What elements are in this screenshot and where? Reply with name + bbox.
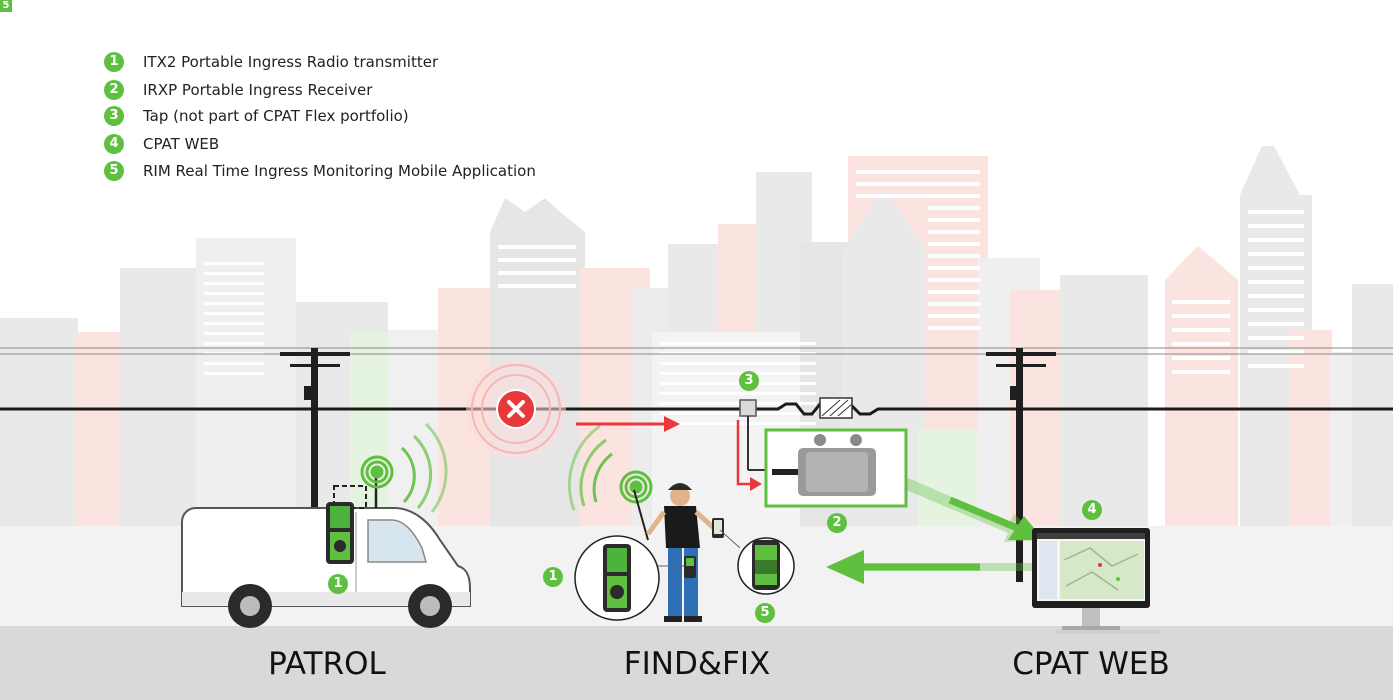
utility-pole-right xyxy=(986,348,1056,582)
legend-number: 3 xyxy=(104,106,124,126)
legend-number: 2 xyxy=(104,80,124,100)
legend-item: 2 IRXP Portable Ingress Receiver xyxy=(104,79,372,101)
receiver-box xyxy=(764,428,908,508)
van xyxy=(181,470,471,628)
data-download-arrow xyxy=(826,550,1048,584)
legend-number: 5 xyxy=(104,161,124,181)
marker-mobile-app: 5 xyxy=(755,603,775,623)
utility-pole-left xyxy=(280,348,350,508)
ingress-fault-icon xyxy=(496,389,536,429)
marker-receiver: 2 xyxy=(827,513,847,533)
legend-item: 5 RIM Real Time Ingress Monitoring Mobil… xyxy=(104,160,536,182)
legend-item: 1 ITX2 Portable Ingress Radio transmitte… xyxy=(104,51,438,73)
footer-band xyxy=(0,626,1393,700)
section-label-findfix: FIND&FIX xyxy=(623,646,771,682)
legend-label: CPAT WEB xyxy=(143,135,220,153)
legend-label: Tap (not part of CPAT Flex portfolio) xyxy=(143,107,409,125)
splice-enclosure xyxy=(819,397,853,419)
section-label-patrol: PATROL xyxy=(268,646,386,682)
monitor xyxy=(1032,528,1160,634)
legend-number: 4 xyxy=(104,134,124,154)
marker-tap: 3 xyxy=(739,371,759,391)
coax-cable xyxy=(0,402,1393,416)
legend-number: 1 xyxy=(104,52,124,72)
marker-transmitter-van: 1 xyxy=(328,574,348,594)
section-label-cpatweb: CPAT WEB xyxy=(1012,646,1170,682)
transmitter-zoom-circle xyxy=(574,535,684,621)
marker-transmitter-handheld: 1 xyxy=(543,567,563,587)
tap-drop-arrow xyxy=(736,420,762,491)
phone-zoom-circle xyxy=(719,529,795,595)
legend-label: RIM Real Time Ingress Monitoring Mobile … xyxy=(143,162,536,180)
handheld-antenna-waves xyxy=(567,424,653,511)
van-antenna-waves xyxy=(360,422,448,513)
legend-label: IRXP Portable Ingress Receiver xyxy=(143,81,373,99)
ingress-arrow xyxy=(576,416,680,432)
city-skyline xyxy=(0,146,1393,528)
legend-item: 3 Tap (not part of CPAT Flex portfolio) xyxy=(104,105,409,127)
marker-cpat-web: 4 xyxy=(1082,500,1102,520)
slide-number: 5 xyxy=(0,0,12,12)
legend-item: 4 CPAT WEB xyxy=(104,133,219,155)
building-windows xyxy=(204,170,1304,425)
legend-label: ITX2 Portable Ingress Radio transmitter xyxy=(143,53,439,71)
close-x-icon xyxy=(507,400,525,418)
